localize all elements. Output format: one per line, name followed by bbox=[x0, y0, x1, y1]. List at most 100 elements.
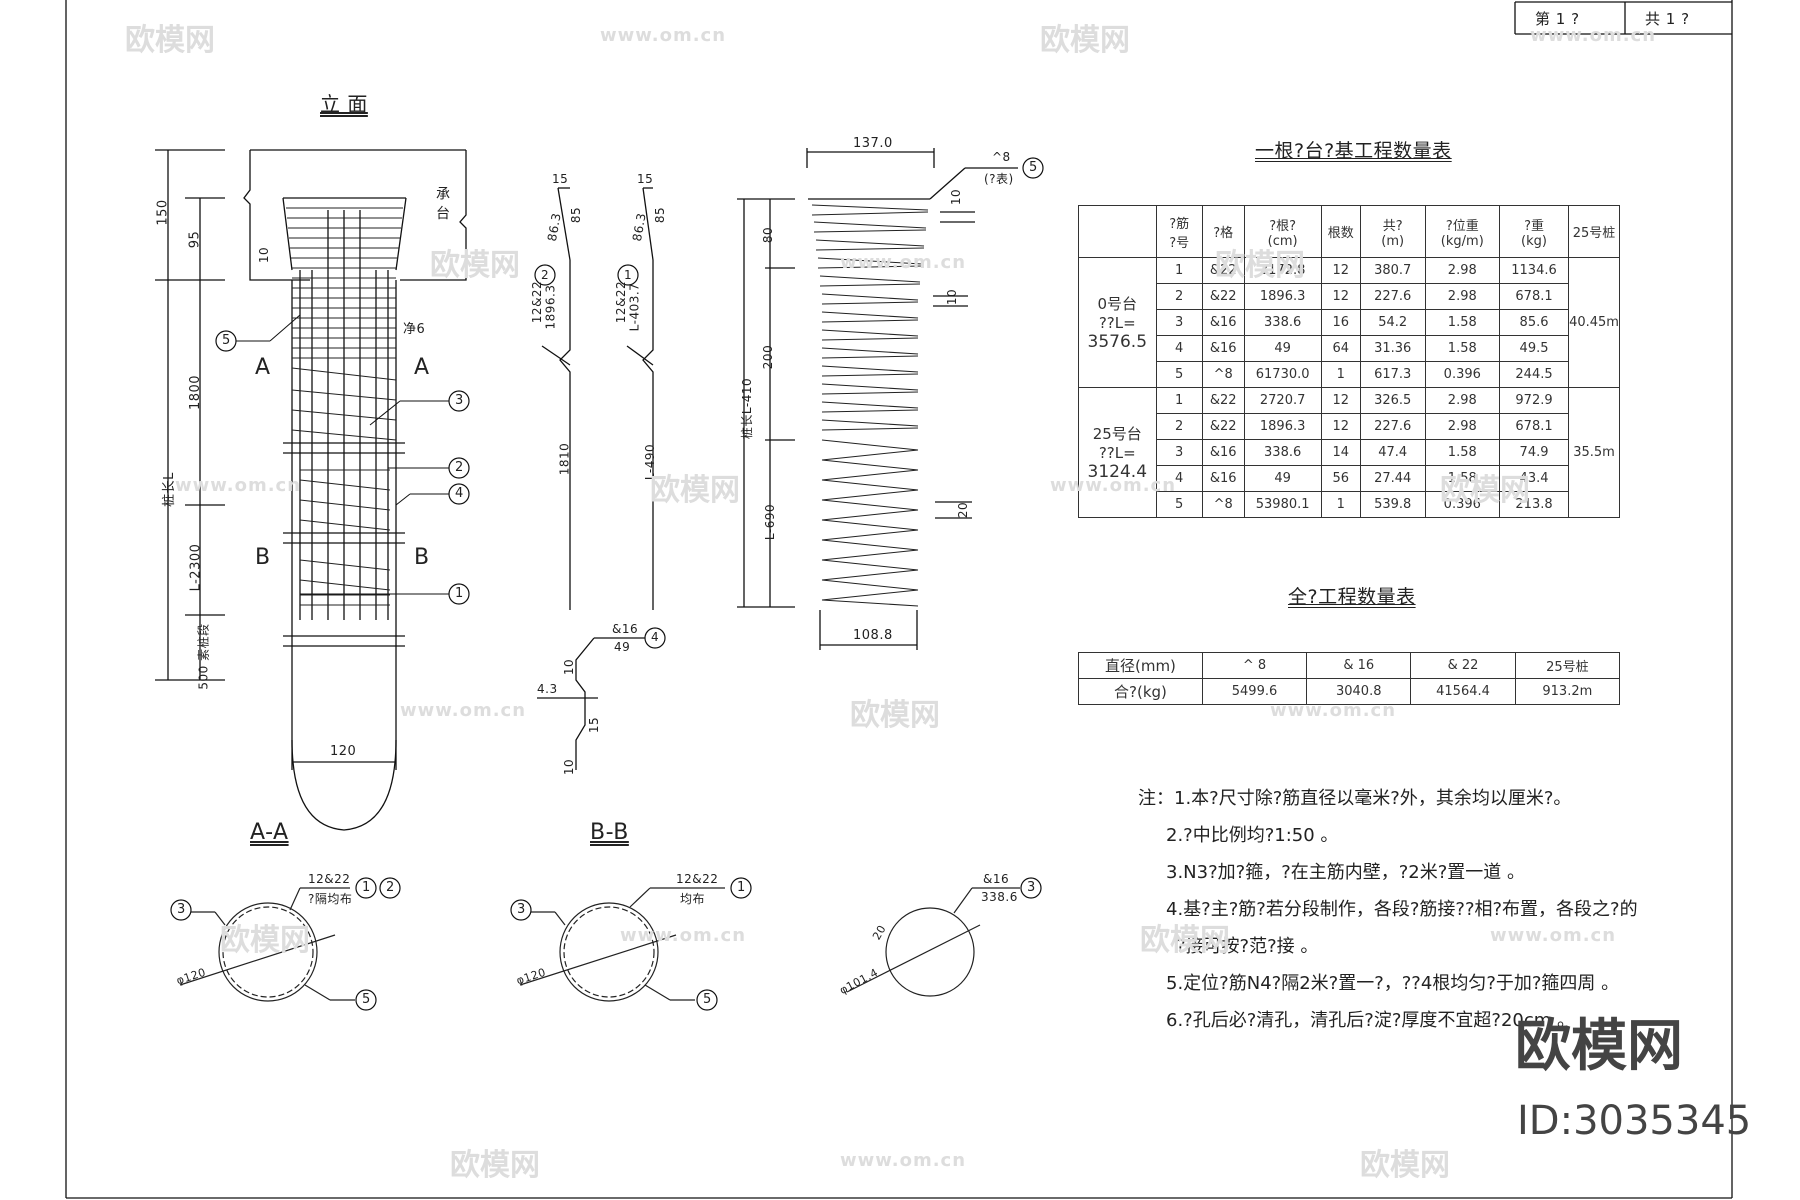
watermark-logo: 欧模网 bbox=[125, 23, 215, 58]
cell: 2.98 bbox=[1424, 283, 1500, 310]
cell: &22 bbox=[1201, 413, 1245, 440]
dim-1800: 1800 bbox=[188, 374, 204, 411]
cell: 1 bbox=[1155, 257, 1203, 284]
cell: 338.6 bbox=[1243, 439, 1322, 466]
watermark-logo: 欧模网 bbox=[220, 923, 310, 958]
cell: 49 bbox=[1243, 465, 1322, 492]
cell: ^8 bbox=[1201, 361, 1245, 388]
watermark-logo: 欧模网 bbox=[850, 698, 940, 733]
cell: 3 bbox=[1155, 309, 1203, 336]
bar2-bottom-dim: 1810 bbox=[557, 442, 572, 476]
ring-length: 338.6 bbox=[981, 890, 1018, 904]
note-line: 2.?中比例均?1:50 。 bbox=[1166, 825, 1339, 846]
cell: & 16 bbox=[1306, 652, 1412, 679]
cell: 54.2 bbox=[1359, 309, 1426, 336]
cell: 合?(kg) bbox=[1078, 678, 1203, 705]
cell: 380.7 bbox=[1359, 257, 1426, 284]
cell: 972.9 bbox=[1498, 387, 1570, 414]
cell: 2.98 bbox=[1424, 413, 1500, 440]
cell: 1896.3 bbox=[1243, 413, 1322, 440]
ring-id: 3 bbox=[1027, 880, 1036, 895]
cell: 0.396 bbox=[1424, 491, 1500, 518]
watermark-id: ID:3035345 bbox=[1517, 1098, 1752, 1144]
cell: 4 bbox=[1155, 335, 1203, 362]
table1-header-concrete: 25号桩 bbox=[1568, 205, 1620, 258]
bar1-spec: 12&22 bbox=[614, 280, 629, 324]
cell: 227.6 bbox=[1359, 283, 1426, 310]
bar2-id: 2 bbox=[541, 268, 550, 282]
cell: 0.396 bbox=[1424, 361, 1500, 388]
section-A-title: A-A bbox=[250, 820, 289, 845]
cell: 12 bbox=[1320, 257, 1361, 284]
cell: 678.1 bbox=[1498, 413, 1570, 440]
cell: 74.9 bbox=[1498, 439, 1570, 466]
pile-width: 120 bbox=[330, 744, 357, 759]
cell: 913.2m bbox=[1514, 678, 1621, 705]
table1-header-bar-no: ?筋 ?号 bbox=[1155, 205, 1203, 258]
bar4-spec: &16 bbox=[612, 622, 639, 636]
bar4-dim1: 10 bbox=[562, 658, 577, 676]
cell: 227.6 bbox=[1359, 413, 1426, 440]
watermark-url: www.om.cn bbox=[840, 252, 967, 273]
cell: 1134.6 bbox=[1498, 257, 1570, 284]
bar2-spec: 12&22 bbox=[530, 280, 545, 324]
cell: 2.98 bbox=[1424, 387, 1500, 414]
net-cover-label: 净6 bbox=[403, 322, 426, 337]
watermark-logo: 欧模网 bbox=[1360, 1148, 1450, 1183]
table-row: 合?(kg) 5499.6 3040.8 41564.4 913.2m bbox=[1078, 678, 1621, 705]
cell: 2 bbox=[1155, 413, 1203, 440]
per-pile-quantity-table: ?筋 ?号 ?格 ?根? (cm) 根数 共? (m) ?位重 (kg/m) ?… bbox=[1078, 205, 1620, 518]
cell: 4 bbox=[1155, 465, 1203, 492]
spiral-spec: ^8 bbox=[992, 150, 1011, 164]
table1-header-total-length: 共? (m) bbox=[1359, 205, 1426, 258]
spiral-callout-5: 5 bbox=[1029, 160, 1038, 175]
bar2-vert-dim: 85 bbox=[569, 206, 584, 224]
watermark-url: www.om.cn bbox=[600, 25, 727, 46]
cell: 1.58 bbox=[1424, 335, 1500, 362]
cell: & 22 bbox=[1410, 652, 1516, 679]
section-A-spec: 12&22 bbox=[308, 872, 351, 886]
total-quantity-table: 直径(mm) ^ 8 & 16 & 22 25号桩 合?(kg) 5499.6 … bbox=[1078, 652, 1621, 705]
dim-500: 500 素桩段 bbox=[196, 623, 211, 690]
cell: 14 bbox=[1320, 439, 1361, 466]
spiral-pitch-top: 10 bbox=[949, 188, 964, 206]
elevation-title: 立 面 bbox=[320, 92, 368, 116]
section-A-right-id: 5 bbox=[362, 992, 371, 1007]
cell: 617.3 bbox=[1359, 361, 1426, 388]
watermark-logo: 欧模网 bbox=[1140, 923, 1230, 958]
dim-10: 10 bbox=[257, 246, 272, 264]
dim-95: 95 bbox=[187, 230, 203, 249]
spiral-dim-200: 200 bbox=[761, 344, 776, 370]
dim-150: 150 bbox=[155, 199, 171, 226]
section-B-id1: 1 bbox=[737, 880, 746, 895]
dim-L-2300: L-2300 bbox=[188, 543, 204, 592]
cell: 539.8 bbox=[1359, 491, 1426, 518]
section-A-id2: 2 bbox=[386, 880, 395, 895]
table1-header-count: 根数 bbox=[1320, 205, 1361, 258]
cell: 244.5 bbox=[1498, 361, 1570, 388]
cell: 326.5 bbox=[1359, 387, 1426, 414]
cell: &22 bbox=[1201, 283, 1245, 310]
ring-spec: &16 bbox=[983, 872, 1010, 886]
group-1-label: 25号台??L=3124.4 bbox=[1078, 387, 1157, 518]
section-A-note: ?隔均布 bbox=[308, 892, 353, 906]
cell: 1.58 bbox=[1424, 309, 1500, 336]
cell: &22 bbox=[1201, 387, 1245, 414]
watermark-url: www.om.cn bbox=[1490, 925, 1617, 946]
section-B-title: B-B bbox=[590, 820, 629, 845]
cell: 3 bbox=[1155, 439, 1203, 466]
cell: 61730.0 bbox=[1243, 361, 1322, 388]
cell: 1 bbox=[1320, 361, 1361, 388]
bar4-length: 49 bbox=[614, 640, 631, 654]
cell: 213.8 bbox=[1498, 491, 1570, 518]
cell: 5 bbox=[1155, 491, 1203, 518]
cell: 678.1 bbox=[1498, 283, 1570, 310]
cell: 27.44 bbox=[1359, 465, 1426, 492]
table1-header-blank bbox=[1078, 205, 1157, 258]
cell: 31.36 bbox=[1359, 335, 1426, 362]
watermark-url: www.om.cn bbox=[175, 475, 302, 496]
watermark-logo: 欧模网 bbox=[450, 1148, 540, 1183]
